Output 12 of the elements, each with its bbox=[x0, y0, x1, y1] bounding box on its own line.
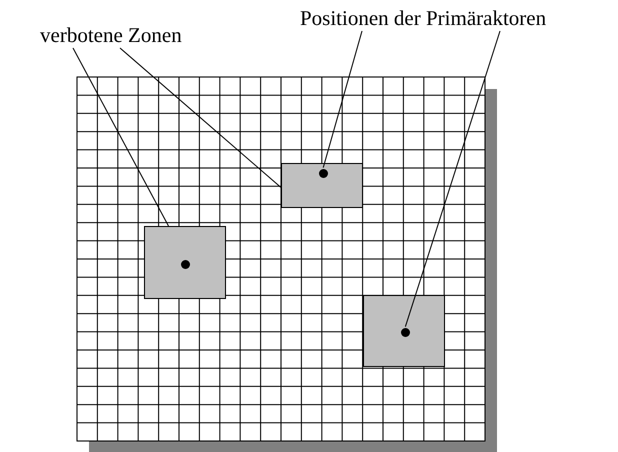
forbidden-zone bbox=[281, 163, 363, 208]
leader-line bbox=[120, 48, 282, 188]
actuator-dot bbox=[400, 328, 410, 336]
forbidden-zone bbox=[144, 226, 226, 299]
leader-line bbox=[322, 30, 362, 168]
actuator-dot bbox=[180, 260, 190, 268]
forbidden-zone bbox=[363, 295, 445, 367]
callout-label: Positionen der Primäraktoren bbox=[300, 5, 546, 31]
callout-label: verbotene Zonen bbox=[40, 22, 182, 48]
actuator-dot bbox=[318, 168, 328, 178]
leader-line bbox=[404, 30, 500, 328]
leader-line bbox=[72, 48, 169, 226]
